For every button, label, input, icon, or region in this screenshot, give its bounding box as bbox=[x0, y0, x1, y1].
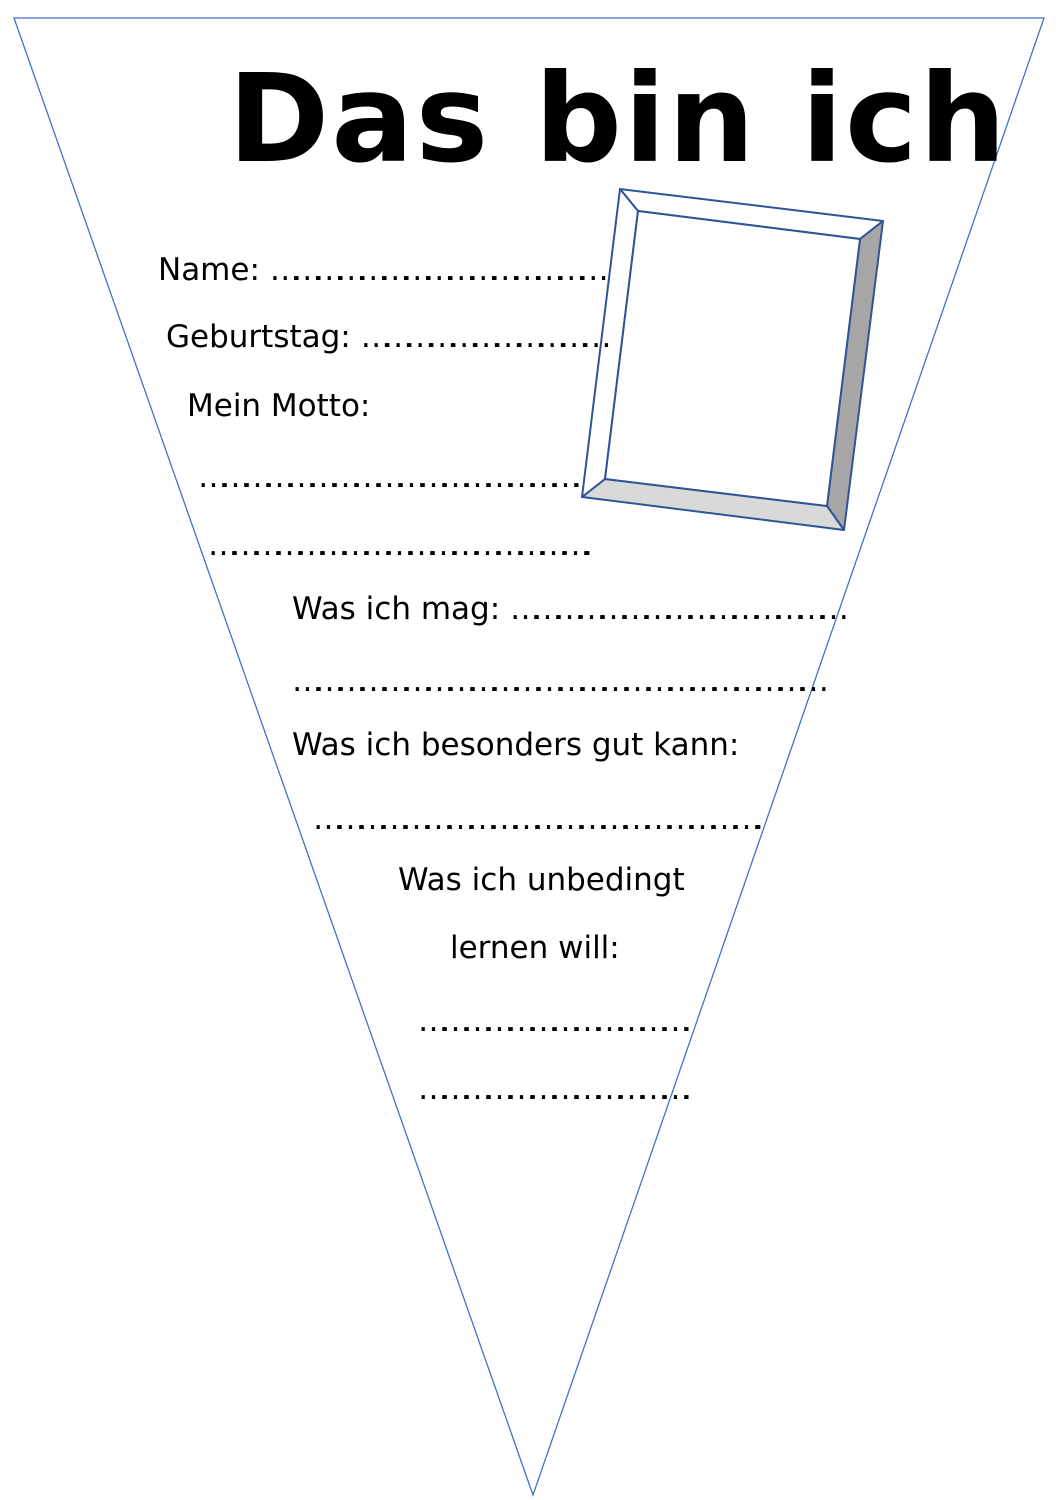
likes-field[interactable]: ……………………………………… bbox=[510, 591, 849, 627]
motto-field-line-2[interactable]: …………………………………………….. bbox=[208, 527, 593, 563]
birthday-field[interactable]: …………………………… bbox=[360, 319, 612, 355]
name-field[interactable]: ……………………………………… bbox=[269, 252, 609, 288]
page-title: Das bin ich bbox=[228, 48, 1009, 190]
learn-label-line-1: Was ich unbedingt bbox=[398, 862, 685, 898]
birthday-label: Geburtstag: …………………………… bbox=[166, 319, 612, 355]
learn-field-line-2[interactable]: ………………………………. bbox=[418, 1071, 692, 1107]
likes-label: Was ich mag: ……………………………………… bbox=[292, 591, 849, 627]
motto-label: Mein Motto: bbox=[187, 388, 371, 424]
good-at-field[interactable]: …………………………………………………….. bbox=[313, 801, 764, 837]
learn-field-line-1[interactable]: ………………………………. bbox=[418, 1003, 692, 1039]
likes-field-line-2[interactable]: ……………………………………………………………… bbox=[292, 663, 829, 699]
learn-label-line-2: lernen will: bbox=[450, 930, 620, 966]
name-label: Name: ……………………………………… bbox=[158, 252, 609, 288]
motto-field-line-1[interactable]: ……………………………………………. bbox=[198, 459, 582, 495]
good-at-label: Was ich besonders gut kann: bbox=[292, 727, 740, 763]
